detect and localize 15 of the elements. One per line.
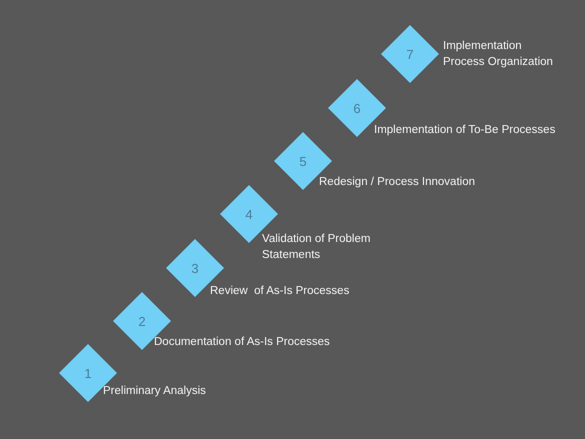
- step-label: Implementation Process Organization: [443, 39, 554, 70]
- step-number: 2: [138, 314, 146, 328]
- step-number: 5: [299, 154, 307, 168]
- step-number: 3: [191, 260, 199, 276]
- step-label: Validation of Problem Statements: [262, 232, 372, 262]
- step-diamond: [381, 25, 439, 83]
- step-label: Preliminary Analysis: [103, 384, 206, 399]
- step-number: 7: [406, 46, 414, 62]
- step-label: Documentation of As-Is Processes: [154, 335, 330, 350]
- step-label: Redesign / Process Innovation: [319, 175, 475, 190]
- step-number: 1: [84, 366, 92, 380]
- step-number: 4: [245, 206, 253, 222]
- step-number: 6: [353, 100, 361, 116]
- step-label: Implementation of To-Be Processes: [374, 123, 556, 138]
- step-label: Review of As-Is Processes: [210, 284, 350, 299]
